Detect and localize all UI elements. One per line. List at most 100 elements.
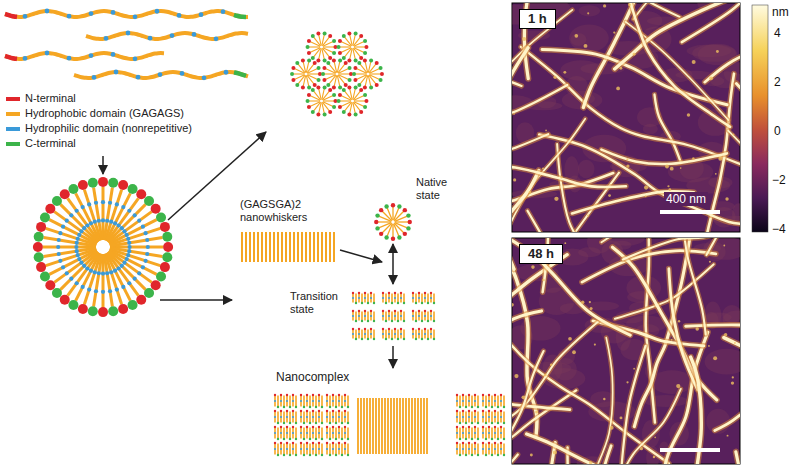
fibre-glow	[724, 338, 740, 464]
peptide-chunk	[482, 442, 505, 456]
tick-label: −4	[772, 222, 786, 236]
chunk-chain	[427, 330, 429, 339]
terminal-dot	[316, 113, 320, 117]
hydrophilic-dot	[61, 225, 65, 229]
terminal-dot	[311, 34, 315, 38]
chunk-chain	[347, 428, 349, 439]
micelle-chain	[294, 75, 304, 80]
terminal-dot	[500, 442, 502, 444]
afm-particle	[725, 197, 728, 200]
chunk-chain	[306, 428, 308, 439]
chunk-chain	[312, 444, 314, 455]
terminal-dot	[313, 61, 317, 65]
terminal-dot	[379, 208, 383, 212]
chunk-chain	[415, 330, 417, 339]
chunk-chain	[326, 396, 328, 407]
terminal-dot	[397, 338, 399, 340]
terminal-dot	[427, 338, 429, 340]
hydrophilic-dot	[424, 315, 426, 317]
chunk-chain	[418, 294, 420, 303]
terminal-dot	[326, 61, 330, 65]
hydrophilic-dot	[488, 448, 490, 450]
afm-particle	[613, 31, 615, 33]
hydrophilic-dot	[326, 448, 328, 450]
terminal-dot	[491, 438, 493, 440]
hydrophilic-dot	[462, 416, 464, 418]
terminal-dot	[471, 422, 473, 424]
hydrophilic-dot	[87, 288, 91, 292]
terminal-dot	[352, 328, 354, 330]
terminal-dot	[353, 66, 357, 70]
terminal-dot	[321, 422, 323, 424]
fibre	[706, 238, 740, 255]
hydrophilic-dot	[332, 432, 334, 434]
peptide-chunk	[412, 328, 435, 340]
afm-particle	[654, 437, 656, 439]
chunk-chain	[286, 396, 288, 407]
chunk-chain	[474, 412, 476, 423]
hydrophilic-dot	[92, 75, 97, 80]
micelle-chain	[303, 61, 306, 72]
chunk-chain	[347, 444, 349, 455]
terminal-dot	[462, 442, 464, 444]
chunk-chain	[321, 412, 323, 423]
micelle-chain	[365, 61, 368, 72]
hydrophilic-dot	[127, 209, 131, 213]
terminal-dot	[332, 93, 336, 97]
chunk-chain	[412, 294, 414, 303]
hydrophilic-dot	[494, 400, 496, 402]
chunk-chain	[485, 428, 487, 439]
afm-particle	[628, 3, 631, 6]
nanowhisker	[375, 398, 377, 454]
hydrophilic-dot	[117, 223, 121, 227]
micelle-chain	[334, 61, 337, 72]
fibre-glow	[601, 446, 647, 464]
terminal-dot	[354, 59, 358, 63]
terminal-dot	[326, 394, 328, 396]
terminal-dot	[456, 394, 458, 396]
afm-particle	[626, 381, 628, 383]
chunk-chain	[283, 396, 285, 407]
chunk-chain	[494, 412, 496, 423]
chunk-chain	[344, 444, 346, 455]
afm-particle	[587, 12, 589, 14]
afm-particle	[564, 242, 566, 244]
chunk-chain	[277, 444, 279, 455]
chunk-chain	[421, 312, 423, 321]
micelle-chain	[325, 75, 335, 80]
chunk-chain	[503, 444, 505, 455]
terminal-dot	[144, 196, 154, 206]
chunk-chain	[303, 428, 305, 439]
nanowhisker	[369, 398, 371, 454]
chunk-chain	[488, 396, 490, 407]
hydrophilic-dot	[65, 271, 69, 275]
terminal-dot	[295, 422, 297, 424]
chunk-chain	[424, 312, 426, 321]
terminal-dot	[118, 304, 128, 314]
hydrophilic-dot	[286, 416, 288, 418]
hydrophilic-dot	[400, 315, 402, 317]
micelle-chain	[378, 221, 392, 222]
terminal-dot	[328, 110, 332, 114]
chunk-chain	[277, 396, 279, 407]
chunk-chain	[321, 396, 323, 407]
hydrophilic-dot	[101, 218, 105, 222]
terminal-dot	[388, 328, 390, 330]
nanowhisker	[321, 232, 323, 262]
chunk-chain	[471, 428, 473, 439]
terminal-dot	[477, 454, 479, 456]
fibre	[512, 322, 598, 451]
terminal-dot	[412, 310, 414, 312]
fibre	[528, 211, 653, 232]
chunk-chain	[485, 412, 487, 423]
terminal-dot	[370, 310, 372, 312]
terminal-dot	[477, 406, 479, 408]
terminal-dot	[322, 78, 326, 82]
terminal-dot	[329, 422, 331, 424]
nanowhisker	[293, 232, 295, 262]
terminal-dot	[307, 86, 311, 90]
terminal-dot	[342, 34, 346, 38]
terminal-dot	[482, 442, 484, 444]
terminal-dot	[364, 45, 368, 49]
micelle-chain	[309, 46, 320, 47]
